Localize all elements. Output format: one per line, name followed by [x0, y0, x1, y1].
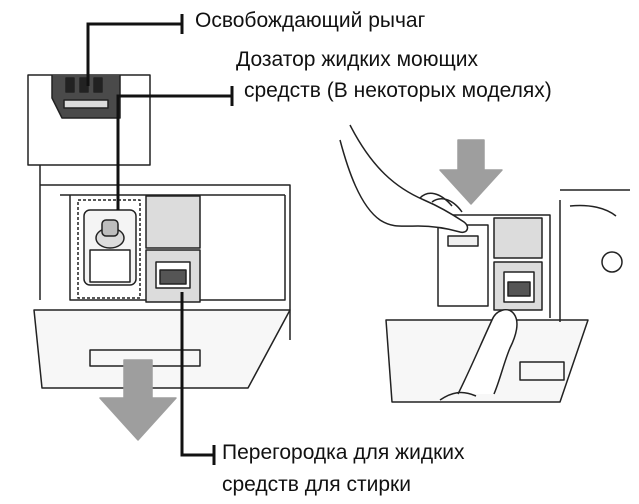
- liquid-dispenser-label-line1: Дозатор жидких моющих: [236, 48, 478, 71]
- partition-label-line2: средств для стирки: [222, 473, 411, 496]
- detergent-compartments: [145, 195, 201, 303]
- pull-down-arrow-icon: [99, 359, 177, 441]
- release-lever-icon: [51, 75, 121, 119]
- partition-label-line1: Перегородка для жидких: [222, 441, 465, 464]
- drawer-front-panel: [33, 309, 291, 389]
- callout-lines: [86, 14, 234, 465]
- liquid-dispenser-label-line2: средств (В некоторых моделях): [244, 79, 552, 102]
- right-illustration: [339, 124, 630, 403]
- left-illustration: [27, 74, 291, 441]
- release-lever-label: Освобождающий рычаг: [195, 9, 426, 32]
- hand-pulling-icon: [457, 309, 518, 395]
- hand-pressing-icon: [339, 124, 469, 234]
- press-down-arrow-icon: [439, 139, 503, 205]
- liquid-detergent-cup-icon: [83, 209, 137, 286]
